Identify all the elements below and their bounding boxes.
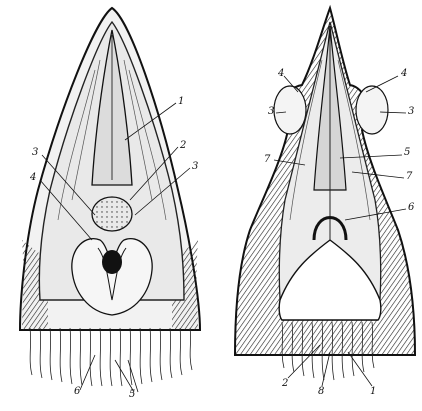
left-label-4: 4 xyxy=(30,173,36,183)
left-dotted-mass xyxy=(92,197,132,231)
left-label-5: 5 xyxy=(129,390,135,400)
left-fringe-fibres xyxy=(30,328,192,386)
right-label-6: 6 xyxy=(408,203,414,213)
left-label-3-right: 3 xyxy=(192,162,198,172)
right-label-2: 2 xyxy=(282,379,288,389)
left-label-2: 2 xyxy=(180,141,186,151)
left-label-1: 1 xyxy=(178,97,184,107)
right-label-3-right: 3 xyxy=(408,107,414,117)
right-drawing xyxy=(235,8,415,386)
right-label-7-left: 7 xyxy=(264,155,270,165)
left-label-6: 6 xyxy=(74,387,80,397)
left-drawing xyxy=(20,8,200,392)
right-label-5: 5 xyxy=(404,148,410,158)
right-label-3-left: 3 xyxy=(268,107,274,117)
right-label-1: 1 xyxy=(370,387,376,397)
right-left-bulge xyxy=(274,86,306,134)
right-label-4-left: 4 xyxy=(278,69,284,79)
right-label-8: 8 xyxy=(318,387,324,397)
left-label-3-left: 3 xyxy=(32,148,38,158)
right-right-bulge xyxy=(356,86,388,134)
right-label-7-right: 7 xyxy=(406,172,412,182)
right-label-4-right: 4 xyxy=(401,69,407,79)
